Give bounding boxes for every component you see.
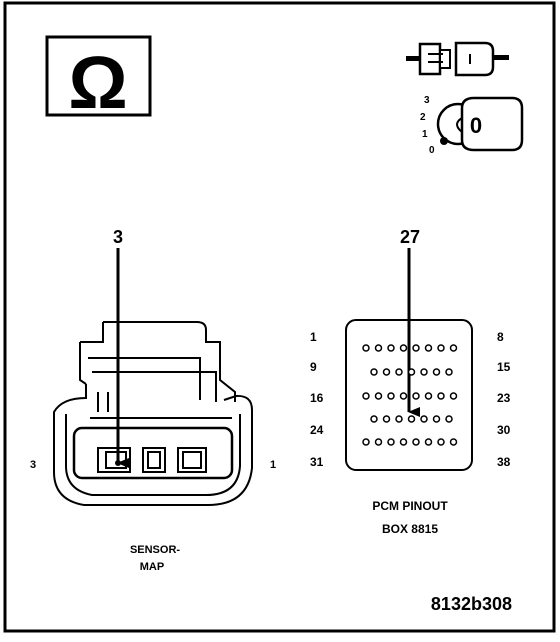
pcm-right-pin-23: 23 xyxy=(497,391,511,405)
sensor-probe-point xyxy=(115,460,121,466)
sensor-probe-label: 3 xyxy=(113,227,123,247)
pcm-title-line1: PCM PINOUT xyxy=(372,499,448,513)
pcm-pin-hole xyxy=(362,438,370,446)
pcm-pin-hole xyxy=(387,392,395,400)
sensor-connector xyxy=(53,321,253,506)
sensor-pin-3-cavity xyxy=(177,447,207,473)
ignition-position-0: 0 xyxy=(429,145,435,156)
pcm-title-line2: BOX 8815 xyxy=(382,522,438,536)
pcm-pin-hole xyxy=(387,344,395,352)
ignition-key-label: 0 xyxy=(470,113,482,138)
pcm-pin-hole xyxy=(449,392,458,400)
pcm-pin-hole xyxy=(437,438,445,446)
pcm-pin-hole xyxy=(449,438,458,446)
pcm-pin-hole xyxy=(412,392,420,400)
pcm-pin-hole xyxy=(412,438,420,446)
pcm-pin-hole xyxy=(399,438,408,446)
pcm-pin-hole xyxy=(374,392,383,400)
pcm-pin-hole xyxy=(449,344,458,352)
pcm-left-pin-24: 24 xyxy=(310,423,324,437)
pcm-pin-hole xyxy=(424,392,433,400)
pcm-left-pin-31: 31 xyxy=(310,455,324,469)
pcm-pin-hole xyxy=(420,415,428,423)
sensor-pin-1-cavity xyxy=(97,447,131,473)
diagram-frame xyxy=(3,1,556,633)
pcm-pin-hole xyxy=(395,368,403,376)
pcm-right-pin-38: 38 xyxy=(497,455,511,469)
pcm-pin-hole xyxy=(362,344,370,352)
pcm-left-pin-9: 9 xyxy=(310,360,317,374)
pcm-pin-hole xyxy=(445,368,453,376)
sensor-pin-2-cavity xyxy=(142,447,166,473)
ignition-key-icon: 3 2 1 0 0 xyxy=(420,95,524,156)
pcm-pin-hole xyxy=(370,415,378,423)
pcm-probe-label: 27 xyxy=(400,227,420,247)
pcm-pin-hole xyxy=(412,344,420,352)
ignition-position-3: 3 xyxy=(424,95,430,106)
pcm-pin-hole xyxy=(382,368,391,376)
pcm-pin-hole xyxy=(437,392,445,400)
figure-id: 8132b308 xyxy=(431,594,512,614)
pcm-pin-hole xyxy=(432,415,441,423)
ohm-symbol: Ω xyxy=(68,41,127,124)
ohmmeter-icon: Ω xyxy=(45,35,152,124)
pcm-pin-hole xyxy=(445,415,453,423)
pcm-pin-hole xyxy=(432,368,441,376)
pcm-pinout-box xyxy=(345,319,473,471)
pcm-right-pin-30: 30 xyxy=(497,423,511,437)
pcm-right-pin-8: 8 xyxy=(497,330,504,344)
pcm-pin-hole xyxy=(399,392,408,400)
pcm-pin-hole xyxy=(420,368,428,376)
pcm-pin-hole xyxy=(374,438,383,446)
ignition-position-1: 1 xyxy=(422,129,428,140)
pcm-pin-hole xyxy=(407,415,416,423)
pcm-pin-hole xyxy=(362,392,370,400)
sensor-name-line2: MAP xyxy=(140,561,164,573)
pcm-pin-hole xyxy=(407,368,416,376)
pcm-pin-hole xyxy=(437,344,445,352)
pcm-pin-hole xyxy=(370,368,378,376)
pcm-left-pin-16: 16 xyxy=(310,391,324,405)
pcm-pin-grid xyxy=(362,344,458,446)
pcm-pin-hole xyxy=(374,344,383,352)
pcm-pin-hole xyxy=(387,438,395,446)
disconnected-connector-icon xyxy=(406,41,509,77)
pcm-left-pin-1: 1 xyxy=(310,330,317,344)
pcm-pin-hole xyxy=(424,438,433,446)
pcm-pin-hole xyxy=(399,344,408,352)
pcm-right-pin-15: 15 xyxy=(497,360,511,374)
sensor-name-line1: SENSOR- xyxy=(130,544,180,556)
pcm-pin-hole xyxy=(424,344,433,352)
sensor-pin-left-label: 3 xyxy=(30,459,36,471)
pcm-left-pin-labels: 1 9 16 24 31 xyxy=(310,330,324,469)
ignition-position-2: 2 xyxy=(420,112,426,123)
pcm-pin-hole xyxy=(395,415,403,423)
sensor-pin-right-label: 1 xyxy=(270,459,276,471)
pcm-pin-hole xyxy=(382,415,391,423)
pcm-right-pin-labels: 8 15 23 30 38 xyxy=(497,330,511,469)
